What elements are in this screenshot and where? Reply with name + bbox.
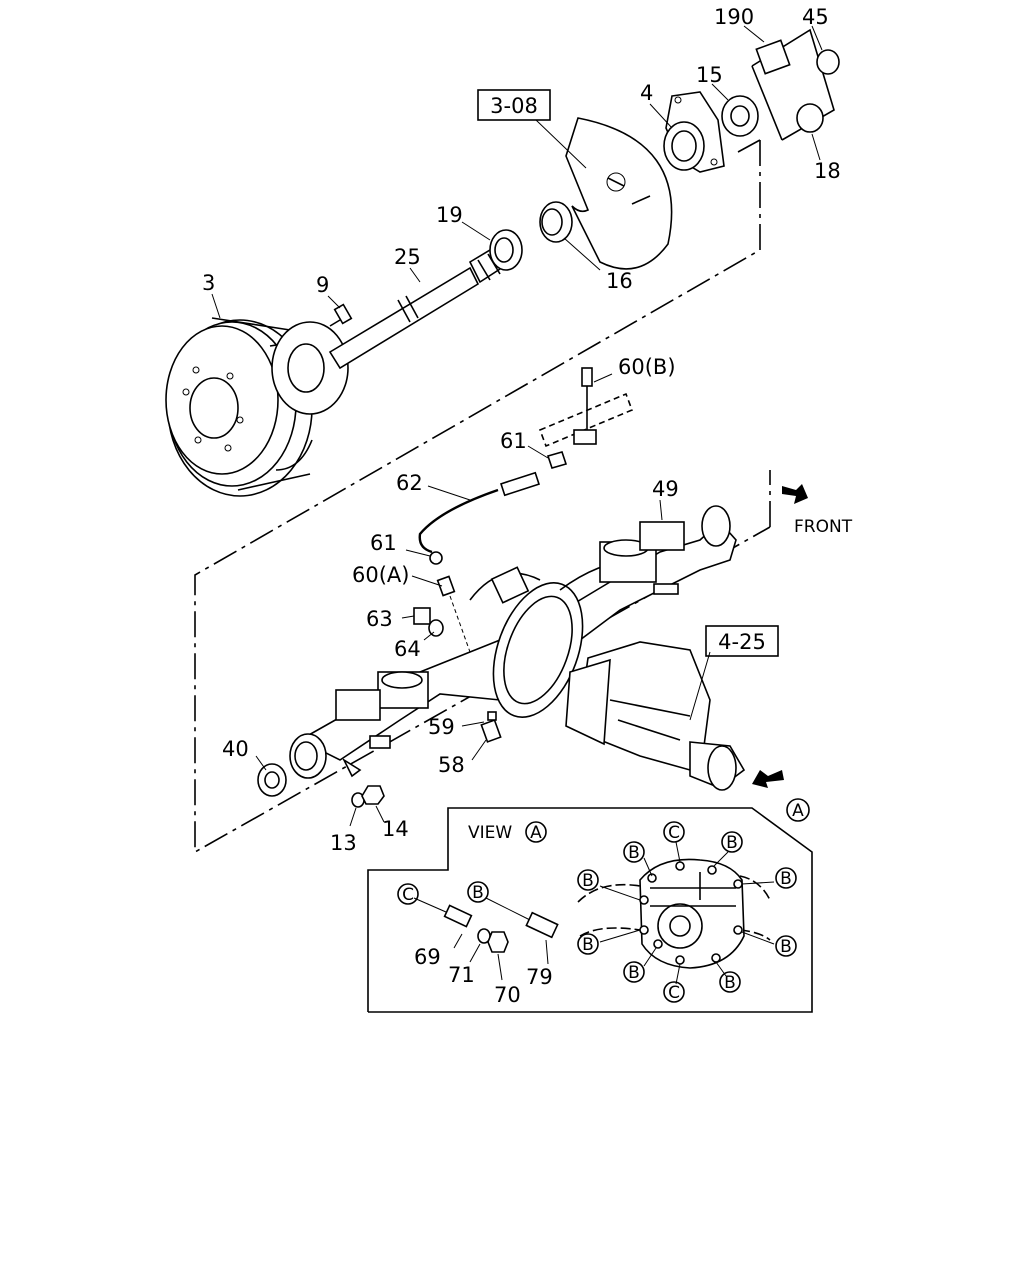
label-3: 3 xyxy=(202,271,215,295)
assembly-boundary xyxy=(194,139,771,854)
label-45: 45 xyxy=(802,5,829,29)
backing-plate xyxy=(565,117,673,270)
ref-box-3-08-label: 3-08 xyxy=(490,94,538,118)
view-title-letter: A xyxy=(530,823,542,843)
circle-b-1: B xyxy=(628,843,640,863)
part-labels: 190 45 4 15 18 19 25 16 3 9 60(B) 61 62 … xyxy=(202,5,841,1007)
label-71: 71 xyxy=(448,963,475,987)
view-title-text: VIEW xyxy=(468,823,512,843)
label-4: 4 xyxy=(640,81,653,105)
label-64: 64 xyxy=(394,637,421,661)
leader-lines-middle xyxy=(255,373,711,827)
label-69: 69 xyxy=(414,945,441,969)
label-61-upper: 61 xyxy=(500,429,527,453)
circle-b-8: B xyxy=(724,973,736,993)
label-14: 14 xyxy=(382,817,409,841)
brake-drum xyxy=(165,317,319,497)
oil-seal xyxy=(489,229,523,271)
label-70: 70 xyxy=(494,983,521,1007)
ref-box-4-25[interactable]: 4-25 xyxy=(705,625,779,657)
view-a-fasteners xyxy=(413,897,559,981)
label-19: 19 xyxy=(436,203,463,227)
hub-bolt xyxy=(329,303,353,327)
bearing-retainer xyxy=(539,201,573,243)
view-a-marker-letter: A xyxy=(792,801,804,821)
breather-pipe xyxy=(418,367,634,660)
wheel-bearing xyxy=(721,95,759,137)
front-direction-arrow xyxy=(782,484,808,504)
view-a-frame xyxy=(367,807,813,1013)
label-16: 16 xyxy=(606,269,633,293)
front-label: FRONT xyxy=(794,517,853,537)
view-a-arrow xyxy=(752,770,784,788)
circle-c-top: C xyxy=(668,823,680,843)
label-190: 190 xyxy=(714,5,754,29)
label-13: 13 xyxy=(330,831,357,855)
circle-b-79: B xyxy=(472,883,484,903)
view-a-marker: A xyxy=(786,798,810,822)
circle-b-4: B xyxy=(780,869,792,889)
label-40: 40 xyxy=(222,737,249,761)
label-18: 18 xyxy=(814,159,841,183)
circle-b-5: B xyxy=(582,935,594,955)
label-79: 79 xyxy=(526,965,553,989)
label-25: 25 xyxy=(394,245,421,269)
view-a-cover-plate xyxy=(577,841,775,985)
label-63: 63 xyxy=(366,607,393,631)
circle-b-7: B xyxy=(628,963,640,983)
circle-b-2: B xyxy=(726,833,738,853)
axle-housing xyxy=(289,505,737,779)
label-58: 58 xyxy=(438,753,465,777)
label-61-lower: 61 xyxy=(370,531,397,555)
circle-c-bottom: C xyxy=(668,983,680,1003)
label-9: 9 xyxy=(316,273,329,297)
label-49: 49 xyxy=(652,477,679,501)
axle-shaft xyxy=(271,236,522,415)
leader-lines-top xyxy=(211,25,823,319)
circle-b-3: B xyxy=(582,871,594,891)
circle-b-6: B xyxy=(780,937,792,957)
small-fasteners xyxy=(257,607,502,808)
label-59: 59 xyxy=(428,715,455,739)
label-60b: 60(B) xyxy=(618,355,676,379)
label-15: 15 xyxy=(696,63,723,87)
ref-box-4-25-label: 4-25 xyxy=(718,630,766,654)
circle-c-69: C xyxy=(402,885,414,905)
view-a-title: VIEW A xyxy=(468,821,547,843)
ref-box-3-08[interactable]: 3-08 xyxy=(477,89,551,121)
label-60a: 60(A) xyxy=(352,563,409,587)
label-62: 62 xyxy=(396,471,423,495)
view-a-circle-letters: C B C B B B B B B B B C xyxy=(397,821,797,1003)
differential-carrier xyxy=(565,641,746,791)
bearing-kit-bracket xyxy=(751,28,840,141)
bearing-housing xyxy=(663,91,725,173)
